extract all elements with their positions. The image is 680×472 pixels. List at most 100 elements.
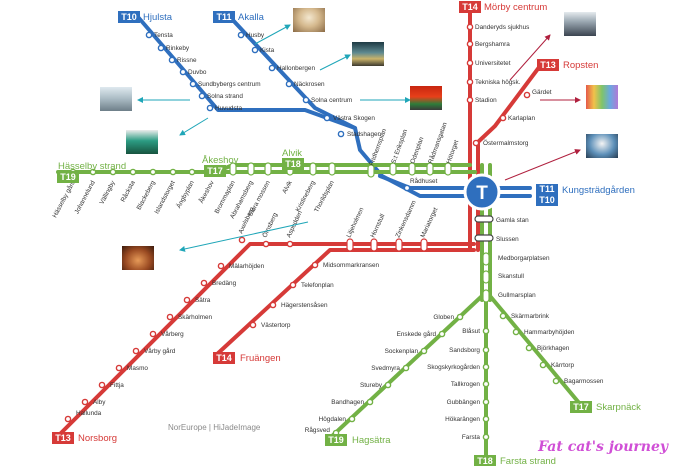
- station-stadion[interactable]: Stadion: [466, 96, 497, 104]
- station-hallonbergen[interactable]: Hallonbergen: [268, 64, 315, 72]
- arrow-nackrosen: [319, 54, 351, 71]
- station-alby[interactable]: Alby: [81, 398, 106, 406]
- badge-t13-south[interactable]: T13 Norsborg: [52, 432, 117, 444]
- station-hokarangen[interactable]: Hökarängen: [445, 415, 490, 423]
- station-varbygard[interactable]: Vårby gård: [132, 347, 176, 355]
- station-medborgarplatsen[interactable]: Medborgarplatsen: [482, 252, 550, 266]
- station-solnastrand[interactable]: Solna strand: [198, 92, 243, 100]
- badge-t11-east[interactable]: T11 Kungsträdgården: [536, 184, 635, 196]
- station-tekniska[interactable]: Tekniska högsk.: [466, 78, 521, 86]
- station-label: Bredäng: [212, 280, 237, 287]
- station-globen[interactable]: Globen: [433, 313, 464, 321]
- station-tallkrogen[interactable]: Tallkrogen: [451, 380, 490, 388]
- station-bandhagen[interactable]: Bandhagen: [331, 398, 374, 406]
- station-blackeberg[interactable]: Blackeberg: [136, 168, 157, 211]
- station-label: Näckrosen: [294, 81, 325, 88]
- station-bagarmossen[interactable]: Bagarmossen: [552, 377, 604, 385]
- station-hotorget[interactable]: Hötorget: [444, 139, 460, 176]
- station-husby[interactable]: Husby: [237, 31, 265, 39]
- station-skarholmen[interactable]: Skärholmen: [166, 313, 213, 321]
- station-enskedegard[interactable]: Enskede gård: [397, 330, 446, 338]
- badge-t10-east[interactable]: T10: [536, 195, 558, 206]
- station-gullmarsplan[interactable]: Gullmarsplan: [482, 289, 536, 303]
- station-vastraskogen[interactable]: Västra Skogen: [323, 114, 375, 122]
- station-stureby[interactable]: Stureby: [360, 381, 392, 389]
- station-sandsborg[interactable]: Sandsborg: [449, 346, 490, 354]
- station-angbyplan[interactable]: Ängbyplan: [175, 168, 196, 210]
- central-hub[interactable]: T: [463, 173, 501, 211]
- badge-t14[interactable]: T14 Mörby centrum: [459, 1, 547, 13]
- station-rissne[interactable]: Rissne: [168, 56, 197, 64]
- station-stadshagen[interactable]: Stadshagen: [337, 130, 382, 138]
- station-marker: [402, 364, 410, 372]
- station-universitetet[interactable]: Universitetet: [466, 59, 511, 67]
- station-kista[interactable]: Kista: [251, 46, 275, 54]
- badge-t19[interactable]: T19 Hässelby strand: [57, 161, 126, 183]
- station-huvudsta[interactable]: Huvudsta: [206, 104, 242, 112]
- station-slussen[interactable]: Slussen: [474, 234, 519, 243]
- station-hogdalen[interactable]: Högdalen: [319, 415, 356, 423]
- station-marker: [499, 312, 507, 320]
- station-label: Johannelund: [73, 179, 97, 215]
- station-fittja[interactable]: Fittja: [98, 381, 124, 389]
- station-aspudden[interactable]: Aspudden: [285, 209, 304, 248]
- station-skogskyrkogarden[interactable]: Skogskyrkogården: [427, 363, 490, 371]
- station-rinkeby[interactable]: Rinkeby: [157, 44, 190, 52]
- badge-t17[interactable]: T17 Åkeshov: [202, 155, 239, 177]
- station-svedmyra[interactable]: Svedmyra: [371, 364, 410, 372]
- station-hammarbyhojden[interactable]: Hammarbyhöjden: [512, 328, 575, 336]
- station-label: Blackeberg: [136, 179, 157, 211]
- badge-t17-south[interactable]: T17 Skarpnäck: [570, 401, 641, 413]
- station-nackrosen[interactable]: Näckrosen: [285, 80, 325, 88]
- station-satra[interactable]: Sätra: [183, 296, 211, 304]
- station-midsommarkransen[interactable]: Midsommarkransen: [311, 261, 380, 269]
- station-label: Vårberg: [161, 330, 184, 338]
- badge-t13[interactable]: T13 Ropsten: [537, 59, 598, 71]
- station-label: Svedmyra: [371, 365, 400, 372]
- station-farsta[interactable]: Farsta: [462, 433, 490, 441]
- station-sundbyberg[interactable]: Sundbybergs centrum: [189, 80, 261, 88]
- station-skarmarbrink[interactable]: Skärmarbrink: [499, 312, 550, 320]
- station-solnacentrum[interactable]: Solna centrum: [302, 96, 352, 104]
- station-marker: [129, 168, 137, 176]
- station-gardet[interactable]: Gärdet: [523, 89, 552, 99]
- station-sockenplan[interactable]: Sockenplan: [385, 347, 428, 355]
- station-blasut[interactable]: Blåsut: [462, 327, 490, 335]
- station-gamlastan[interactable]: Gamla stan: [474, 215, 529, 224]
- station-varberg[interactable]: Vårberg: [149, 330, 184, 338]
- station-malarhojden[interactable]: Mälarhöjden: [217, 262, 265, 270]
- station-bredang[interactable]: Bredäng: [200, 279, 237, 287]
- station-bjorkhagen[interactable]: Björkhagen: [525, 344, 570, 352]
- badge-t11[interactable]: T11 Akalla: [213, 11, 265, 23]
- station-danderyd[interactable]: Danderyds sjukhus: [466, 23, 529, 31]
- station-bergshamra[interactable]: Bergshamra: [466, 40, 510, 48]
- badge-t11e-box: [536, 184, 558, 195]
- station-masmo[interactable]: Masmo: [115, 364, 148, 372]
- station-ostermalmstorg[interactable]: Östermalmstorg: [472, 139, 529, 147]
- station-racksta[interactable]: Råcksta: [119, 168, 137, 203]
- station-karrtorp[interactable]: Kärrtorp: [539, 361, 575, 369]
- station-karlaplan[interactable]: Karlaplan: [499, 114, 535, 122]
- badge-t14-south[interactable]: T14 Fruängen: [213, 352, 281, 364]
- station-telefonplan[interactable]: Telefonplan: [289, 281, 334, 289]
- station-label: Skärholmen: [178, 314, 213, 321]
- badge-t19-south[interactable]: T19 Hagsätra: [325, 434, 391, 446]
- station-radhuset[interactable]: Rådhuset: [403, 177, 438, 192]
- station-hallunda[interactable]: Hallunda: [64, 410, 102, 423]
- station-vallingby[interactable]: Vällingby: [98, 168, 117, 206]
- station-stenkas[interactable]: S:t Eriksplan: [389, 128, 409, 176]
- station-skanstull[interactable]: Skanstull: [482, 270, 524, 284]
- station-vastertorp[interactable]: Västertorp: [249, 321, 291, 329]
- badge-t11e-name: Kungsträdgården: [562, 185, 635, 196]
- station-tensta[interactable]: Tensta: [145, 31, 173, 39]
- badge-t18[interactable]: T18 Alvik: [282, 148, 304, 170]
- station-odenplan[interactable]: Odenplan: [408, 136, 426, 176]
- badge-t18-south[interactable]: T18 Farsta strand: [474, 455, 556, 467]
- badge-t10[interactable]: T10 Hjulsta: [118, 11, 173, 23]
- station-marker: [444, 162, 452, 176]
- station-hagerstensasen[interactable]: Hägerstensåsen: [269, 301, 328, 309]
- station-gubbangen[interactable]: Gubbängen: [447, 398, 490, 406]
- station-duvbo[interactable]: Duvbo: [179, 68, 207, 76]
- station-marker: [482, 363, 490, 371]
- station-islandstorget[interactable]: Islandstorget: [153, 168, 177, 215]
